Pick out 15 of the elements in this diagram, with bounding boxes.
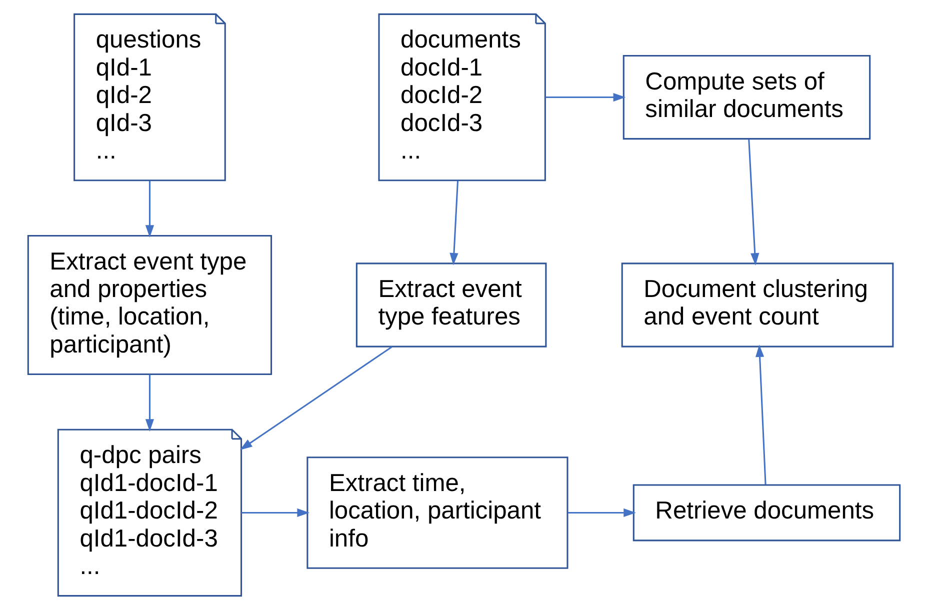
arrow [754, 344, 766, 485]
arrow [144, 180, 154, 238]
arrow [239, 346, 392, 450]
node-box: Retrieve documents [632, 484, 900, 542]
arrow [748, 139, 759, 266]
arrow [240, 508, 310, 518]
node-box: Compute sets of similar documents [622, 54, 870, 140]
arrow [544, 92, 626, 102]
node-box: Document clustering and event count [620, 262, 894, 348]
node-box: Extract event type features [355, 262, 546, 348]
node-box: Extract event type and properties (time, location, participant) [26, 234, 272, 376]
arrow [144, 374, 154, 432]
arrow [568, 508, 636, 518]
arrow [449, 180, 458, 266]
node-box: Extract time, location, participant info [306, 456, 568, 569]
